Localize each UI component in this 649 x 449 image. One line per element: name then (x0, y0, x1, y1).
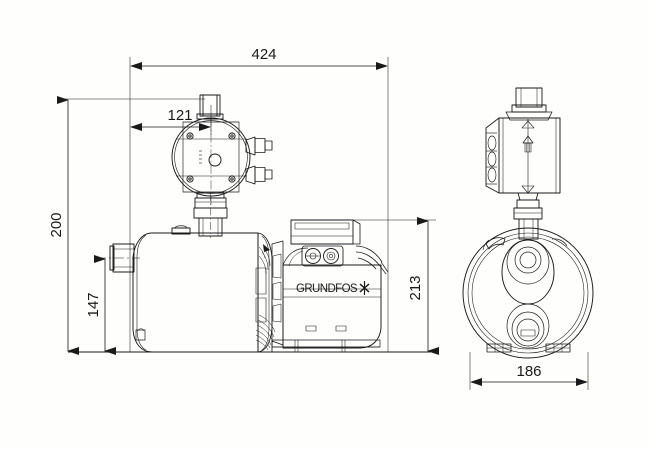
priming-plug (171, 225, 191, 235)
control-button (208, 153, 222, 167)
side-cable-glands (486, 132, 497, 185)
grundfos-symbol (359, 281, 370, 295)
side-control-box (485, 117, 561, 194)
dim-side-width (469, 352, 589, 390)
cable-glands (245, 136, 273, 185)
front-view: GRUNDFOS (68, 94, 430, 353)
dim-label-200: 200 (48, 212, 65, 237)
side-view (462, 87, 594, 359)
side-suction-boss (506, 303, 550, 349)
dim-label-147: 147 (85, 292, 102, 317)
grundfos-wordmark: GRUNDFOS (296, 283, 358, 295)
power-cable (355, 245, 389, 275)
side-pump-housing (462, 227, 594, 359)
dim-label-186: 186 (516, 363, 541, 380)
dim-control-box-offset (130, 105, 212, 135)
dim-label-213: 213 (407, 275, 424, 300)
dim-motor-height (353, 217, 439, 355)
dim-label-424: 424 (251, 46, 276, 63)
motor-terminal-box (290, 219, 361, 267)
dim-overall-height (57, 96, 205, 355)
side-discharge-boss (501, 239, 555, 305)
grundfos-logo: GRUNDFOS (296, 281, 370, 295)
motor-housing (282, 247, 382, 349)
discharge-pipe-top (196, 94, 224, 120)
dimension-lines (57, 57, 589, 390)
indicator-marks (199, 150, 202, 164)
dimension-labels: 424 121 200 147 213 186 (48, 46, 542, 380)
drain-plug (135, 328, 146, 341)
base-plate (271, 339, 381, 352)
dim-overall-length (129, 57, 389, 352)
side-discharge-stub (505, 87, 553, 121)
dim-label-121: 121 (167, 107, 192, 124)
side-feet (486, 343, 571, 353)
riser-fittings (193, 192, 228, 238)
control-box-screws (186, 132, 236, 183)
dim-suction-height (94, 255, 140, 355)
